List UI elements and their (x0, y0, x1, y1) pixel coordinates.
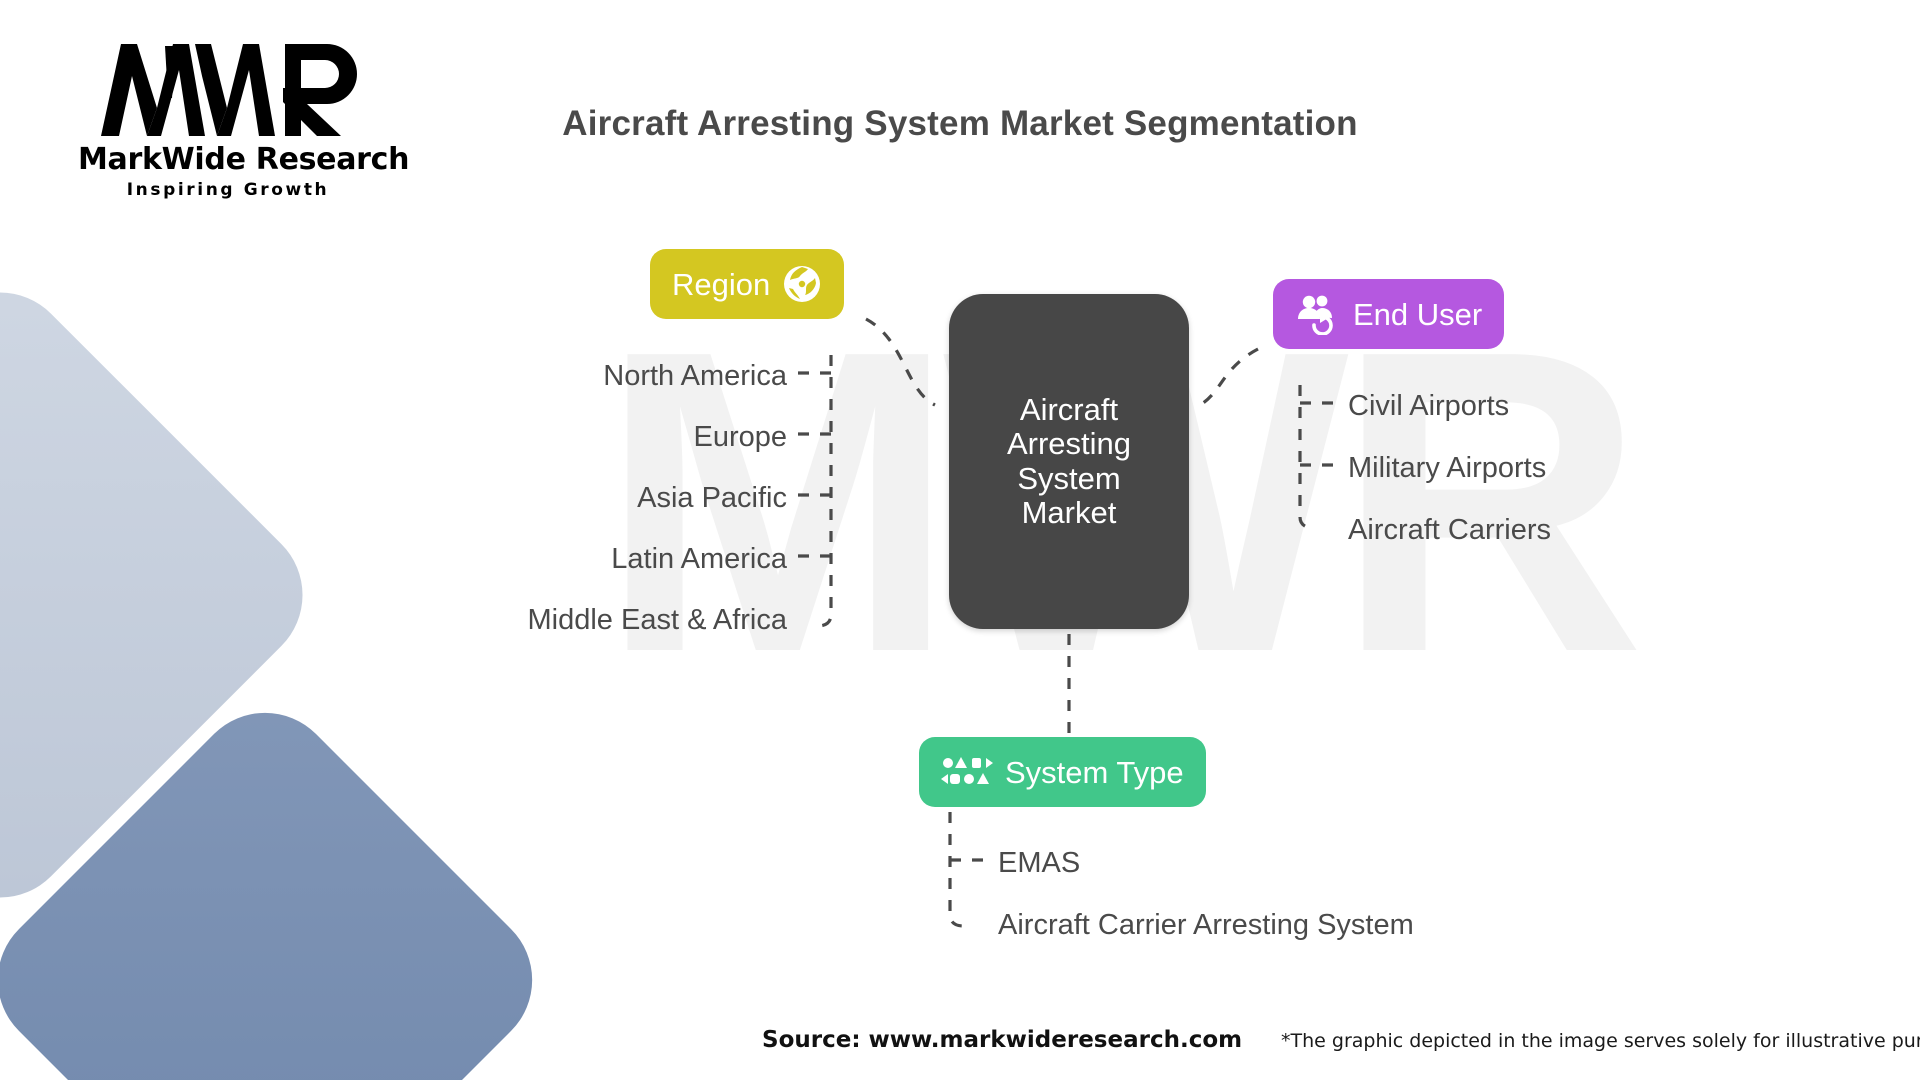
globe-icon (782, 264, 822, 304)
logo-tagline: Inspiring Growth (126, 180, 330, 200)
leaf-end-user-0: Civil Airports (1348, 390, 1510, 422)
disclaimer-note: *The graphic depicted in the image serve… (1281, 1030, 1920, 1052)
source-credit: Source: www.markwideresearch.com (762, 1027, 1243, 1053)
page-title: Aircraft Arresting System Market Segment… (562, 104, 1358, 143)
leaf-region-3: Latin America (611, 543, 787, 575)
leaf-system-type-0: EMAS (998, 847, 1081, 879)
leaf-region-1: Europe (693, 421, 787, 453)
shapes-grid-icon (941, 752, 993, 792)
branch-badge-system-type[interactable]: System Type (919, 737, 1206, 807)
leaf-region-0: North America (603, 360, 787, 392)
branch-label-region: Region (672, 266, 771, 302)
branch-badge-region[interactable]: Region (650, 249, 845, 319)
hub-node: Aircraft Arresting System Market (949, 294, 1189, 629)
logo: MarkWide Research Inspiring Growth (78, 40, 410, 200)
branch-label-end-user: End User (1353, 296, 1483, 332)
hub-label: Aircraft Arresting System Market (1006, 392, 1132, 530)
leaf-region-2: Asia Pacific (637, 482, 787, 514)
leaf-system-type-1: Aircraft Carrier Arresting System (998, 909, 1414, 941)
leaf-region-4: Middle East & Africa (527, 604, 788, 636)
logo-name: MarkWide Research (78, 142, 410, 177)
branch-badge-end-user[interactable]: End User (1273, 279, 1505, 349)
mwr-monogram-icon (101, 44, 357, 136)
branch-label-system-type: System Type (1005, 754, 1184, 790)
users-refresh-icon (1295, 293, 1341, 335)
leaf-end-user-2: Aircraft Carriers (1348, 514, 1552, 546)
leaf-end-user-1: Military Airports (1348, 452, 1547, 484)
